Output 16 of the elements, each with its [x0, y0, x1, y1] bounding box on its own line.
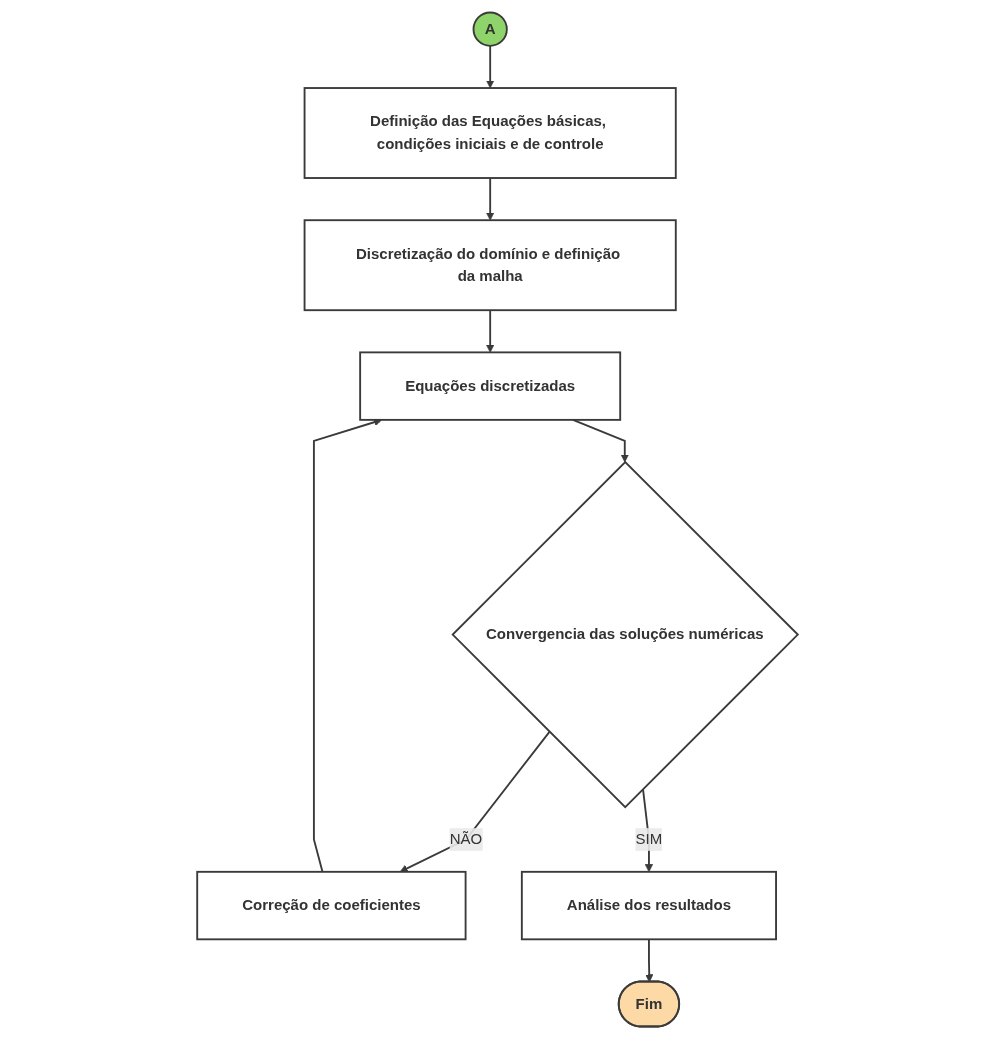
node-box: Equações discretizadas	[359, 351, 622, 421]
node-box: Correção de coeficientes	[196, 870, 467, 941]
arrow	[312, 418, 383, 873]
node-box: Análise dos resultados	[520, 870, 777, 941]
node-box: Discretização do domínio e definição da malha	[303, 219, 677, 312]
arrow	[572, 418, 629, 463]
arrow	[399, 730, 551, 873]
arrow	[486, 177, 495, 221]
node-circle: A	[472, 11, 508, 47]
edge-label: SIM	[635, 831, 663, 847]
arrow	[486, 44, 495, 89]
node-box: Definição das Equações básicas, condições iniciais e de controle	[303, 87, 677, 179]
arrow	[645, 938, 654, 983]
edge-label: NÃO	[449, 831, 483, 847]
node-diamond: Convergencia das soluções numéricas	[451, 460, 800, 809]
arrow	[486, 309, 495, 353]
